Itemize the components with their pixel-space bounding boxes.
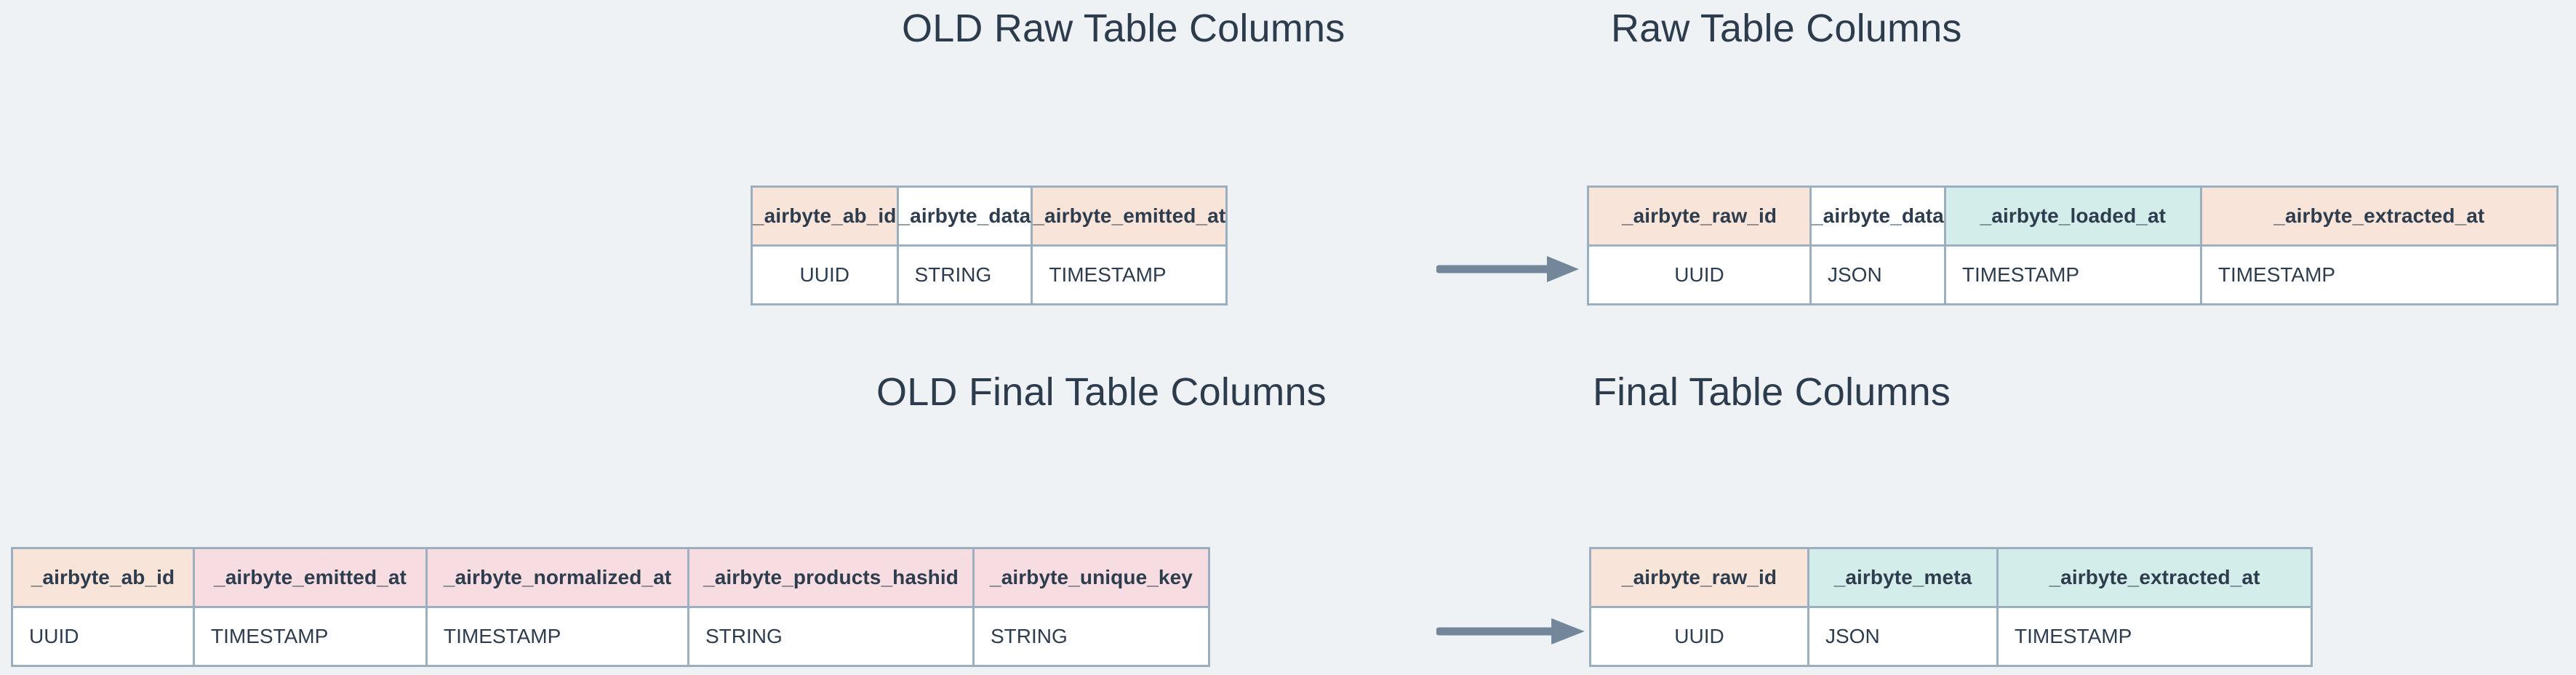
column-header-cell: _airbyte_emitted_at — [193, 547, 428, 608]
title-old-final-table: OLD Final Table Columns — [876, 370, 1327, 414]
column-header-cell: _airbyte_products_hashid — [687, 547, 975, 608]
table-old-final-columns: _airbyte_ab_id_airbyte_emitted_at_airbyt… — [11, 547, 1210, 667]
column-header-cell: _airbyte_raw_id — [1587, 185, 1812, 247]
table-old-raw-columns: _airbyte_ab_id_airbyte_data_airbyte_emit… — [751, 185, 1228, 305]
table-header-row: _airbyte_raw_id_airbyte_meta_airbyte_ext… — [1589, 547, 2313, 608]
column-type-cell: TIMESTAMP — [2199, 244, 2559, 305]
column-header-cell: _airbyte_emitted_at — [1031, 185, 1228, 247]
column-type-cell: STRING — [896, 244, 1033, 305]
column-type-cell: UUID — [751, 244, 899, 305]
column-header-cell: _airbyte_extracted_at — [2199, 185, 2559, 247]
column-type-cell: STRING — [972, 606, 1210, 667]
column-type-cell: UUID — [1587, 244, 1812, 305]
column-type-cell: UUID — [1589, 606, 1809, 667]
arrow-right-icon-final — [1436, 618, 1585, 644]
table-new-raw-columns: _airbyte_raw_id_airbyte_data_airbyte_loa… — [1587, 185, 2559, 305]
column-type-cell: UUID — [11, 606, 195, 667]
column-header-cell: _airbyte_ab_id — [751, 185, 899, 247]
column-type-cell: TIMESTAMP — [1031, 244, 1228, 305]
table-header-row: _airbyte_raw_id_airbyte_data_airbyte_loa… — [1587, 185, 2559, 247]
column-header-cell: _airbyte_normalized_at — [425, 547, 689, 608]
arrow-right-icon-raw — [1436, 256, 1579, 282]
table-header-row: _airbyte_ab_id_airbyte_emitted_at_airbyt… — [11, 547, 1210, 608]
column-header-cell: _airbyte_loaded_at — [1943, 185, 2202, 247]
column-type-cell: JSON — [1807, 606, 1999, 667]
column-header-cell: _airbyte_ab_id — [11, 547, 195, 608]
column-header-cell: _airbyte_data — [1809, 185, 1946, 247]
column-header-cell: _airbyte_extracted_at — [1996, 547, 2313, 608]
column-header-cell: _airbyte_meta — [1807, 547, 1999, 608]
column-type-cell: JSON — [1809, 244, 1946, 305]
title-old-raw-table: OLD Raw Table Columns — [902, 7, 1345, 50]
table-header-row: _airbyte_ab_id_airbyte_data_airbyte_emit… — [751, 185, 1228, 247]
column-type-cell: TIMESTAMP — [425, 606, 689, 667]
table-new-final-columns: _airbyte_raw_id_airbyte_meta_airbyte_ext… — [1589, 547, 2313, 667]
title-new-final-table: Final Table Columns — [1593, 370, 1951, 414]
column-header-cell: _airbyte_data — [896, 185, 1033, 247]
column-type-cell: TIMESTAMP — [1943, 244, 2202, 305]
column-type-cell: STRING — [687, 606, 975, 667]
title-new-raw-table: Raw Table Columns — [1611, 7, 1962, 50]
column-type-cell: TIMESTAMP — [1996, 606, 2313, 667]
column-header-cell: _airbyte_raw_id — [1589, 547, 1809, 608]
column-type-cell: TIMESTAMP — [193, 606, 428, 667]
column-header-cell: _airbyte_unique_key — [972, 547, 1210, 608]
